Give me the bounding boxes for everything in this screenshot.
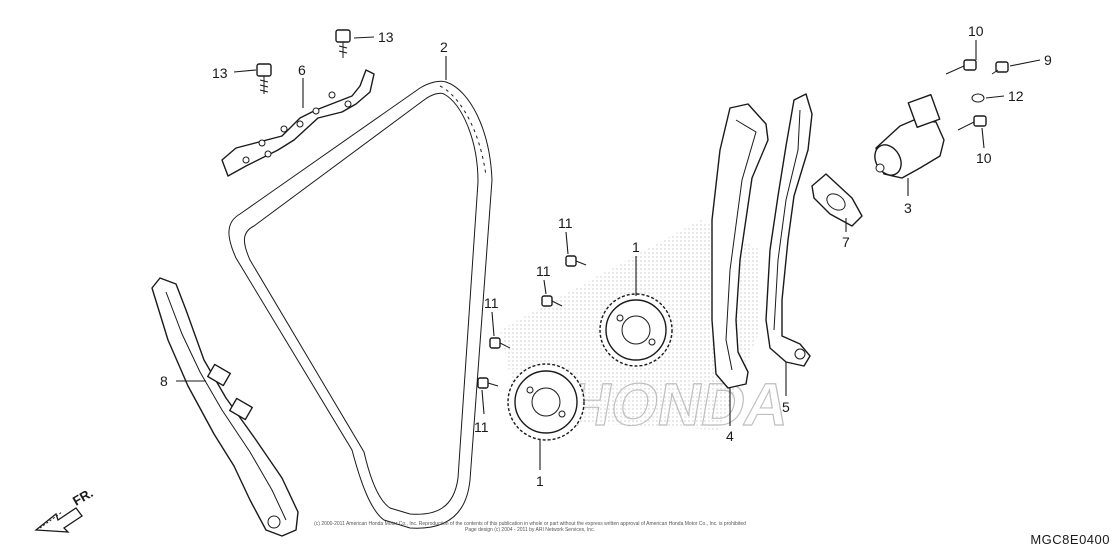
front-direction-arrow: FR. bbox=[34, 485, 96, 533]
front-label: FR. bbox=[70, 485, 96, 508]
callout-5: 5 bbox=[782, 399, 790, 415]
callout-9: 9 bbox=[1044, 52, 1052, 68]
sprocket-bolts bbox=[477, 255, 587, 389]
callout-6: 6 bbox=[298, 62, 306, 78]
chain-guide-plate bbox=[221, 69, 375, 177]
callout-8: 8 bbox=[160, 373, 168, 389]
callout-2: 2 bbox=[440, 39, 448, 55]
callout-1-lower: 1 bbox=[536, 473, 544, 489]
callout-11-b: 11 bbox=[536, 263, 551, 279]
tensioner-lifter bbox=[874, 93, 945, 179]
callout-10-bottom: 10 bbox=[976, 150, 992, 166]
copyright-line-1: (c) 2000-2011 American Honda Motor Co., … bbox=[314, 521, 746, 527]
callout-3: 3 bbox=[904, 200, 912, 216]
callout-13-left: 13 bbox=[212, 65, 228, 81]
chain-guide-rail bbox=[711, 103, 769, 389]
watermark-text: HONDA bbox=[563, 370, 795, 437]
callout-11-d: 11 bbox=[474, 419, 489, 435]
callout-1-upper: 1 bbox=[632, 239, 640, 255]
chain-slipper-left bbox=[151, 277, 299, 537]
copyright-notice: (c) 2000-2011 American Honda Motor Co., … bbox=[230, 521, 830, 533]
callout-10-top: 10 bbox=[968, 23, 984, 39]
tensioner-bolts bbox=[945, 59, 1009, 131]
cam-chain bbox=[228, 80, 493, 529]
cam-sprocket-upper bbox=[599, 293, 673, 367]
callout-11-a: 11 bbox=[558, 215, 573, 231]
leader-lines bbox=[176, 36, 1041, 470]
callout-7: 7 bbox=[842, 234, 850, 250]
bolt-13-top bbox=[335, 29, 351, 58]
diagram-code: MGC8E0400 bbox=[1030, 532, 1110, 547]
callout-11-c: 11 bbox=[484, 295, 499, 311]
cam-sprocket-lower bbox=[507, 363, 585, 441]
tensioner-gasket bbox=[811, 173, 863, 227]
bolt-13-left bbox=[256, 63, 272, 94]
copyright-line-2: Page design (c) 2004 - 2011 by ARI Netwo… bbox=[465, 527, 595, 533]
callout-labels: 1 1 2 3 4 5 6 7 8 9 10 10 11 11 11 11 12… bbox=[160, 23, 1052, 489]
callout-13-top: 13 bbox=[378, 29, 394, 45]
callout-12: 12 bbox=[1008, 88, 1024, 104]
callout-4: 4 bbox=[726, 428, 734, 444]
tensioner-arm bbox=[765, 93, 813, 367]
